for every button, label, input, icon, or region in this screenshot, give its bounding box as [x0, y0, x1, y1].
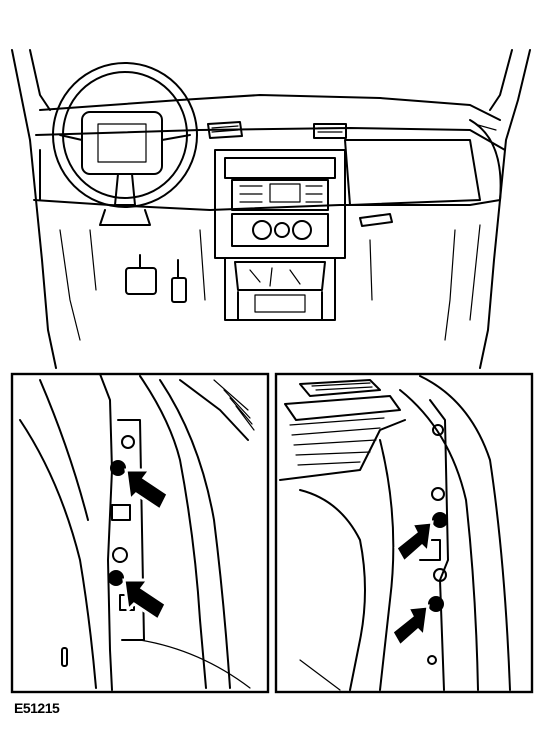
arrow-lower-right	[390, 604, 430, 649]
figure-identifier: E51215	[14, 700, 60, 716]
arrow-upper-right	[394, 520, 434, 565]
dashboard-overview	[11, 49, 531, 369]
detail-left	[10, 372, 270, 694]
arrow-upper	[124, 468, 170, 513]
detail-right	[274, 372, 534, 694]
arrow-lower	[122, 578, 168, 623]
